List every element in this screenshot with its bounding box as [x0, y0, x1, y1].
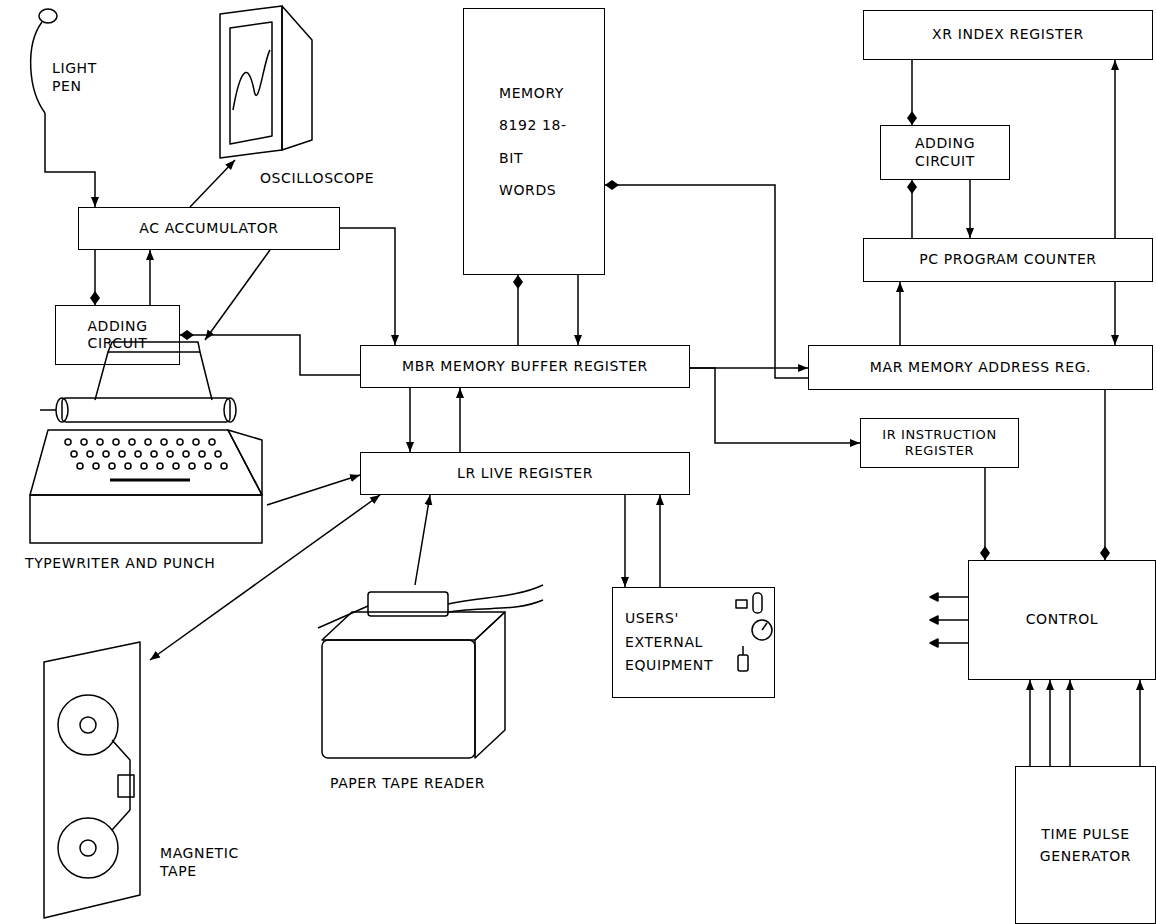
device-label: MAGNETIC TAPE: [160, 845, 255, 880]
control-output-arrows: [930, 593, 968, 647]
oscilloscope-icon: [220, 6, 312, 158]
device-figure: OSCILLOSCOPE: [218, 4, 313, 160]
connector: [190, 160, 235, 207]
connector: [149, 250, 151, 305]
register-box: IR INSTRUCTION REGISTER: [860, 418, 1019, 468]
connector: [517, 275, 519, 345]
connector: [1069, 680, 1071, 766]
typewriter-icon: [30, 342, 262, 543]
connector: [899, 282, 901, 345]
device-label: OSCILLOSCOPE: [260, 170, 390, 188]
connector: [1029, 680, 1031, 766]
connector: [984, 468, 986, 560]
device-figure: PAPER TAPE READER: [315, 585, 545, 760]
paper-tape-reader-icon: [318, 585, 543, 758]
device-label: LIGHT PEN: [52, 60, 112, 95]
connector: [180, 335, 360, 375]
box-label: LR LIVE REGISTER: [457, 465, 593, 483]
connector: [1104, 390, 1106, 560]
box-label: MAR MEMORY ADDRESS REG.: [870, 359, 1091, 377]
box-label: TIME PULSE GENERATOR: [1036, 823, 1136, 868]
connector: [1049, 680, 1051, 766]
connector: [690, 368, 860, 443]
connector: [409, 388, 411, 452]
connector: [45, 113, 95, 207]
box-label: XR INDEX REGISTER: [932, 26, 1084, 44]
magnetic-tape-icon: [44, 642, 140, 918]
box-label: PC PROGRAM COUNTER: [919, 251, 1096, 269]
device-label: TYPEWRITER AND PUNCH: [25, 555, 265, 573]
connector: [415, 495, 430, 585]
register-box: XR INDEX REGISTER: [863, 10, 1153, 60]
register-box: CONTROL: [968, 560, 1156, 680]
register-box: USERS' EXTERNAL EQUIPMENT: [612, 587, 775, 698]
register-box: LR LIVE REGISTER: [360, 452, 690, 495]
register-box: MAR MEMORY ADDRESS REG.: [808, 345, 1153, 390]
box-label: USERS' EXTERNAL EQUIPMENT: [625, 607, 725, 678]
register-box: ADDING CIRCUIT: [880, 125, 1010, 180]
box-label: IR INSTRUCTION REGISTER: [870, 427, 1010, 458]
connector: [267, 475, 360, 505]
register-box: PC PROGRAM COUNTER: [863, 238, 1153, 282]
register-box: TIME PULSE GENERATOR: [1015, 766, 1156, 924]
device-figure: MAGNETIC TAPE: [40, 640, 150, 920]
connector: [911, 180, 913, 238]
connector: [577, 275, 579, 345]
connector: [969, 180, 971, 238]
register-box: AC ACCUMULATOR: [78, 207, 340, 250]
box-label: ADDING CIRCUIT: [73, 318, 163, 353]
connector: [459, 388, 461, 452]
device-figure: LIGHT PEN: [38, 8, 108, 113]
box-label: AC ACCUMULATOR: [139, 220, 278, 238]
connector: [605, 185, 808, 378]
connector: [150, 495, 380, 660]
device-figure: TYPEWRITER AND PUNCH: [22, 340, 267, 548]
connector: [911, 60, 913, 125]
register-box: ADDING CIRCUIT: [55, 305, 180, 365]
connector: [205, 250, 270, 340]
connector: [94, 250, 96, 305]
connector: [1114, 282, 1116, 345]
box-label: MBR MEMORY BUFFER REGISTER: [402, 358, 648, 376]
box-label: ADDING CIRCUIT: [900, 135, 990, 170]
connector: [1114, 60, 1116, 238]
connector: [624, 495, 626, 587]
connector: [659, 495, 661, 587]
connector: [1139, 680, 1141, 766]
connector: [340, 228, 395, 345]
device-label: PAPER TAPE READER: [330, 775, 550, 793]
register-box: MEMORY 8192 18-BIT WORDS: [463, 8, 605, 275]
box-label: MEMORY 8192 18-BIT WORDS: [499, 77, 579, 206]
equipment-controls: [736, 593, 772, 671]
register-box: MBR MEMORY BUFFER REGISTER: [360, 345, 690, 388]
box-label: CONTROL: [1026, 611, 1099, 629]
